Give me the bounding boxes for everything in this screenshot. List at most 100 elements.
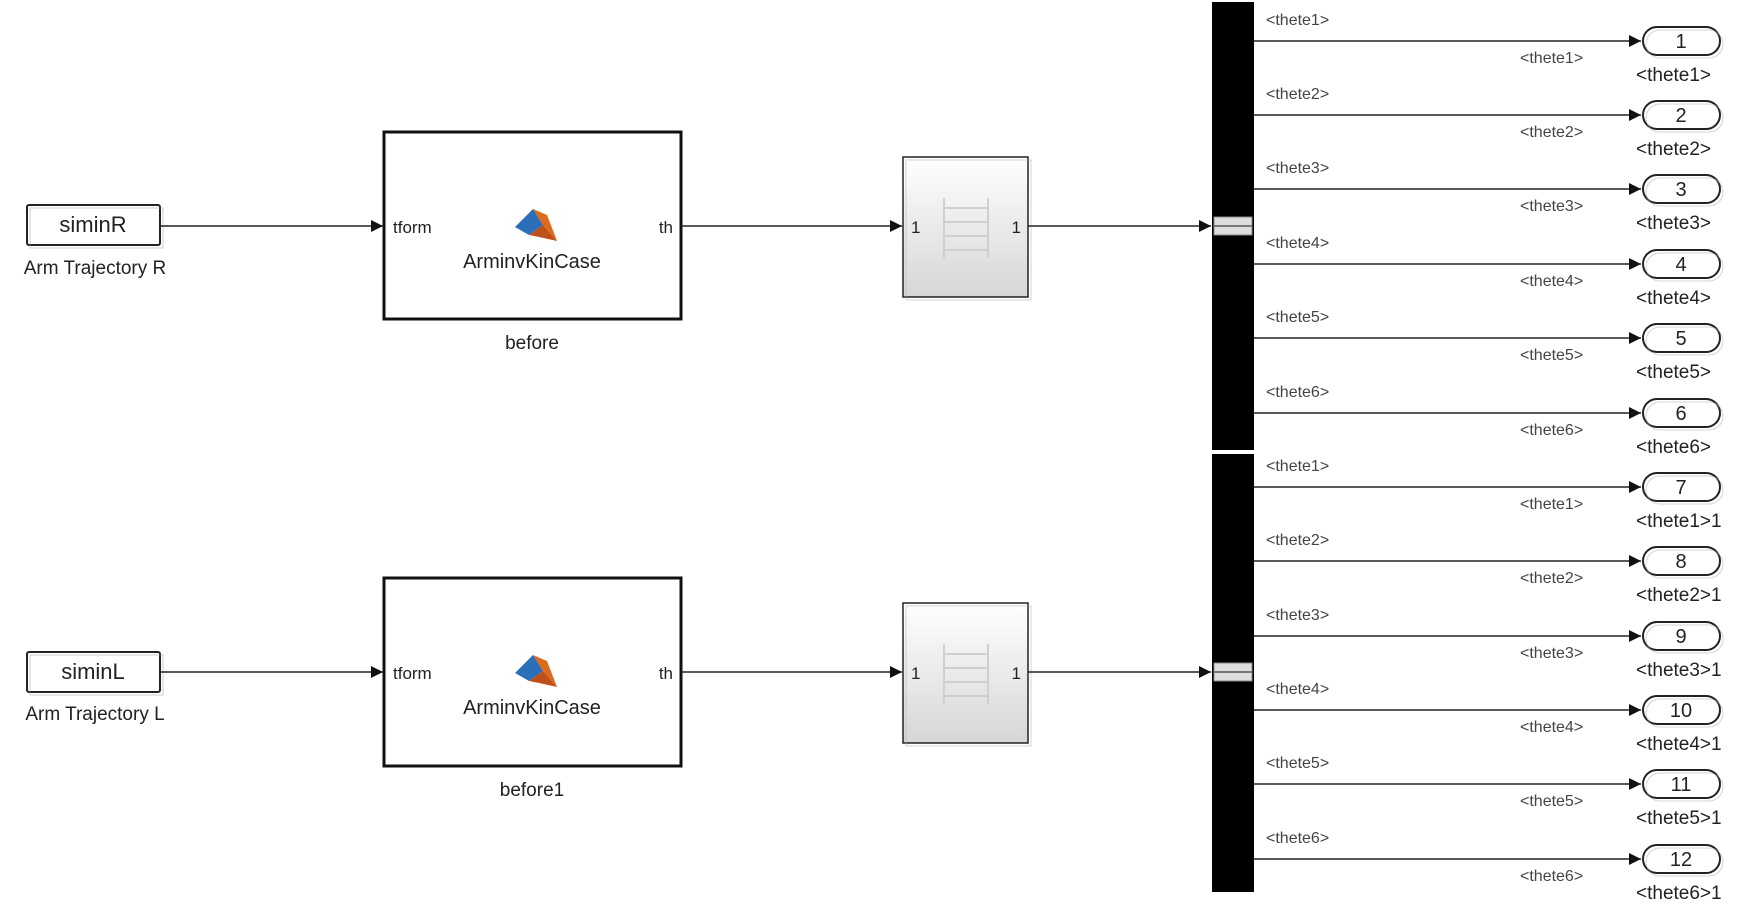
outport-caption: <thete6>1 (1636, 883, 1722, 904)
signal-label-left: <thete6> (1266, 830, 1329, 847)
matlab-logo-icon (515, 655, 557, 687)
input-port-label: 1 (911, 218, 920, 237)
outport-number: 7 (1675, 477, 1686, 499)
signal-label-right: <thete3> (1520, 645, 1583, 662)
signal-label-left: <thete1> (1266, 12, 1329, 29)
signal-label-right: <thete6> (1520, 868, 1583, 885)
outport-number: 2 (1675, 105, 1686, 127)
outport-caption: <thete6> (1636, 437, 1711, 458)
input-port-label: 1 (911, 664, 920, 683)
outport-number: 12 (1670, 849, 1692, 871)
input-caption: Arm Trajectory L (25, 704, 164, 725)
signal-label-right: <thete4> (1520, 273, 1583, 290)
function-name: ArminvKinCase (463, 697, 601, 719)
outports-layer: <thete1><thete1>1<thete1><thete2><thete2… (1254, 12, 1724, 904)
signal-label-left: <thete1> (1266, 458, 1329, 475)
outport-shape (1642, 844, 1721, 874)
outport-shape (1642, 323, 1721, 353)
input-block-simin-l[interactable]: siminL (26, 651, 164, 696)
function-name: ArminvKinCase (463, 251, 601, 273)
signal-label-right: <thete4> (1520, 719, 1583, 736)
signal-label-left: <thete3> (1266, 607, 1329, 624)
outport-number: 1 (1675, 31, 1686, 53)
signal-label-right: <thete1> (1520, 50, 1583, 67)
signal-label-left: <thete4> (1266, 235, 1329, 252)
outport-shape (1642, 621, 1721, 651)
input-label: siminR (59, 212, 126, 237)
outport-caption: <thete4> (1636, 288, 1711, 309)
outport-caption: <thete3> (1636, 213, 1711, 234)
output-port-label: th (659, 218, 673, 237)
outport-shape (1642, 398, 1721, 428)
convert-block[interactable]: 1 1 (902, 156, 1032, 301)
output-port-label: 1 (1012, 218, 1021, 237)
outport-number: 3 (1675, 179, 1686, 201)
outport-number: 9 (1675, 626, 1686, 648)
outport-caption: <thete4>1 (1636, 734, 1722, 755)
outport-6[interactable]: <thete6><thete6>6<thete6> (1254, 384, 1724, 458)
signal-label-left: <thete5> (1266, 755, 1329, 772)
outport-caption: <thete2>1 (1636, 585, 1722, 606)
outport-number: 11 (1671, 774, 1692, 796)
outport-caption: <thete2> (1636, 139, 1711, 160)
ladder-icon (943, 198, 989, 258)
signal-label-right: <thete6> (1520, 422, 1583, 439)
output-port-label: 1 (1012, 664, 1021, 683)
bus-selector-l[interactable] (1212, 454, 1254, 892)
function-block-before[interactable]: tform th ArminvKinCase (382, 130, 683, 321)
output-port-label: th (659, 664, 673, 683)
outport-7[interactable]: <thete1> <thete1> 7 <thete1>1 (1254, 458, 1724, 532)
signal-label-right: <thete1> (1520, 496, 1583, 513)
outport-number: 6 (1675, 403, 1686, 425)
outport-9[interactable]: <thete3><thete3>9<thete3>1 (1254, 607, 1724, 681)
signal-label-right: <thete5> (1520, 347, 1583, 364)
function-block-before1[interactable]: tform th ArminvKinCase (382, 576, 683, 768)
outport-caption: <thete5>1 (1636, 808, 1722, 829)
signal-label-right: <thete3> (1520, 198, 1583, 215)
outport-shape (1642, 249, 1721, 279)
signal-label-left: <thete5> (1266, 309, 1329, 326)
signal-label-left: <thete2> (1266, 532, 1329, 549)
outport-number: 10 (1670, 700, 1692, 722)
outport-4[interactable]: <thete4> <thete4> 4 <thete4> (1254, 235, 1724, 309)
signal-label-right: <thete2> (1520, 570, 1583, 587)
signal-label-right: <thete2> (1520, 124, 1583, 141)
signal-label-left: <thete2> (1266, 86, 1329, 103)
outport-12[interactable]: <thete6> <thete6> 12 <thete6>1 (1254, 830, 1724, 904)
input-caption: Arm Trajectory R (24, 258, 167, 279)
function-caption: before1 (500, 780, 564, 801)
outport-shape (1642, 100, 1721, 130)
signal-label-left: <thete3> (1266, 160, 1329, 177)
outport-shape (1642, 546, 1721, 576)
input-port-label: tform (393, 218, 432, 237)
outport-caption: <thete1> (1636, 65, 1711, 86)
outport-1[interactable]: <thete1> <thete1> 1 <thete1> (1254, 12, 1724, 86)
matlab-logo-icon (515, 209, 557, 241)
input-port-label: tform (393, 664, 432, 683)
outport-shape (1642, 174, 1721, 204)
outport-number: 4 (1675, 254, 1686, 276)
outport-shape (1642, 26, 1721, 56)
bus-selector-r[interactable] (1212, 2, 1254, 450)
input-label: siminL (61, 659, 125, 684)
outport-number: 8 (1675, 551, 1686, 573)
outport-8[interactable]: <thete2> <thete2> 8 <thete2>1 (1254, 532, 1724, 606)
outport-number: 5 (1675, 328, 1686, 350)
outport-3[interactable]: <thete3> <thete3> 3 <thete3> (1254, 160, 1724, 234)
outport-shape (1642, 472, 1721, 502)
convert-block[interactable]: 1 1 (902, 602, 1032, 747)
signal-label-left: <thete4> (1266, 681, 1329, 698)
outport-11[interactable]: <thete5> <thete5> 11 <thete5>1 (1254, 755, 1724, 829)
outport-2[interactable]: <thete2> <thete2> 2 <thete2> (1254, 86, 1724, 160)
outport-caption: <thete5> (1636, 362, 1711, 383)
input-block-simin-r[interactable]: siminR (26, 204, 164, 249)
outport-shape (1642, 695, 1721, 725)
outport-5[interactable]: <thete5> <thete5> 5 <thete5> (1254, 309, 1724, 383)
function-caption: before (505, 333, 559, 354)
outport-caption: <thete1>1 (1636, 511, 1722, 532)
ladder-icon (943, 644, 989, 704)
outport-10[interactable]: <thete4> <thete4> 10 <thete4>1 (1254, 681, 1724, 755)
outport-shape (1642, 769, 1721, 799)
signal-label-right: <thete5> (1520, 793, 1583, 810)
